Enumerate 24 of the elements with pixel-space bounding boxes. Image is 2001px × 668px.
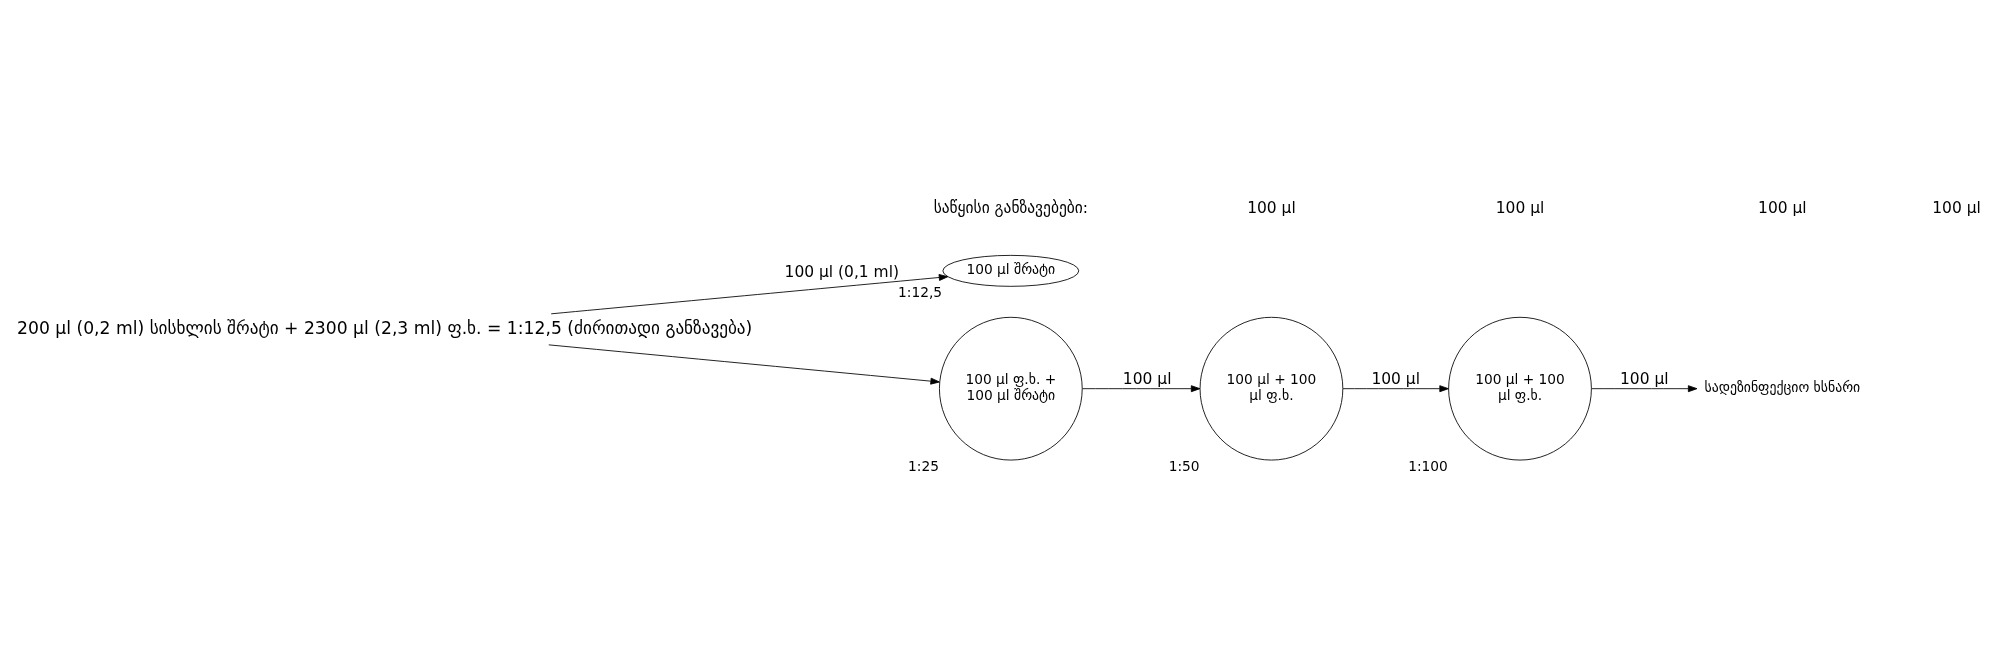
node-label: 1:50 [1168,457,1200,474]
arrow [548,343,940,385]
edge-label: 100 µl [1122,369,1172,388]
edge-label: 100 µl [1371,369,1421,388]
node-label: 1:25 [908,457,939,474]
node-ellipse: 100 µl შრატი [942,254,1080,287]
arrow [1591,384,1698,392]
node-circle: 100 µl ფ.ხ. + 100 µl შრატი [939,316,1083,460]
node-circle: 100 µl + 100 µl ფ.ხ. [1199,316,1344,460]
label: 100 µl [1247,198,1296,217]
label: 100 µl [1932,198,1981,217]
edge-label: 100 µl [1620,369,1669,388]
edge-label: 100 µl (0,1 ml) [784,262,900,281]
node-circle: 100 µl + 100 µl ფ.ხ. [1448,316,1592,460]
label: 100 µl [1495,198,1545,217]
label: 100 µl [1758,198,1807,217]
node-label: 1:100 [1408,457,1448,474]
node-label: 1:12,5 [898,283,943,300]
label: საწყისი განზავებები: [933,198,1088,217]
arrow [1082,384,1201,392]
arrow [1342,384,1449,392]
node-text: 200 µl (0,2 ml) სისხლის შრატი + 2300 µl (2,3 ml) ფ.ხ. = 1:12,5 (ძირითადი განზავება) [17,317,753,338]
node-text: სადეზინფექციო ხსნარი [1704,378,1861,395]
arrow [550,273,949,314]
